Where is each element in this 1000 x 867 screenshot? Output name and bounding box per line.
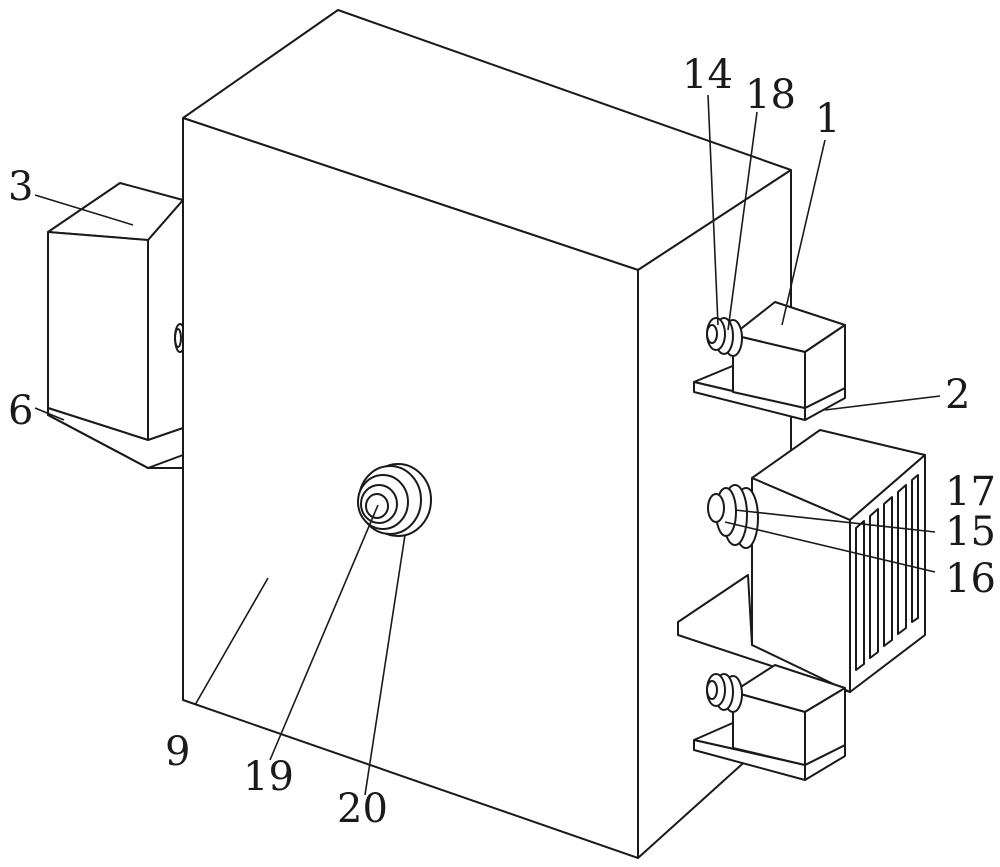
callout-18: 18 bbox=[745, 72, 796, 118]
callout-19: 19 bbox=[243, 754, 294, 800]
callout-6: 6 bbox=[8, 388, 33, 434]
callout-labels: 1 2 3 6 9 14 15 16 17 18 19 20 bbox=[8, 52, 996, 832]
front-coupling bbox=[357, 463, 432, 537]
callout-20: 20 bbox=[337, 786, 388, 832]
callout-14: 14 bbox=[682, 52, 733, 98]
leader-lines bbox=[34, 94, 941, 796]
callout-2: 2 bbox=[945, 372, 970, 418]
left-box bbox=[47, 182, 186, 441]
callout-16: 16 bbox=[945, 556, 996, 602]
callout-9: 9 bbox=[165, 729, 190, 775]
callout-1: 1 bbox=[815, 96, 840, 142]
middle-unit bbox=[677, 429, 926, 693]
upper-motor-unit bbox=[693, 301, 846, 421]
callout-3: 3 bbox=[8, 164, 33, 210]
lower-motor-unit bbox=[693, 664, 846, 781]
callout-15: 15 bbox=[945, 509, 996, 555]
main-housing bbox=[182, 9, 792, 859]
callout-17: 17 bbox=[945, 469, 996, 515]
